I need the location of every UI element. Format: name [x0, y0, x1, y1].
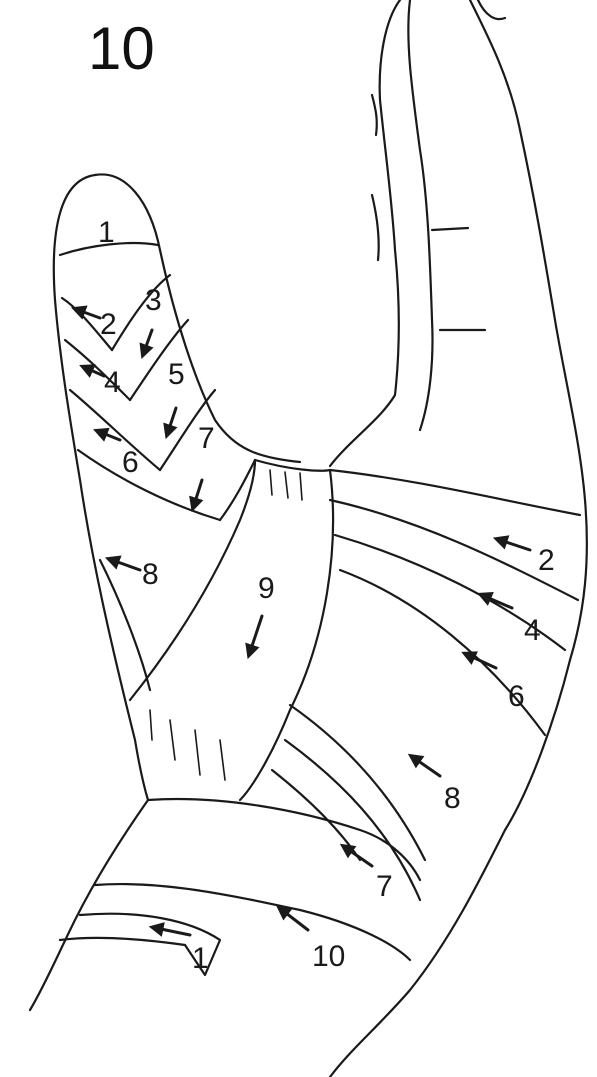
label-cross-9: 9: [258, 572, 275, 605]
arrow-palm-6: [468, 655, 496, 668]
label-wrist-1: 1: [192, 942, 209, 975]
arrow-palm-2: [500, 540, 530, 550]
cross-band-crease: [170, 720, 175, 760]
palm-band-line: [290, 705, 425, 860]
label-thumb-2: 2: [100, 308, 117, 341]
cross-band-crease: [300, 473, 302, 500]
wrist-inner-edge: [30, 800, 148, 1010]
finger-crease-1: [372, 95, 377, 135]
arrow-palm-8: [414, 758, 440, 776]
direction-arrows: [78, 310, 530, 935]
cross-band-crease: [195, 730, 200, 775]
cross-band-crease: [285, 472, 288, 498]
label-thumb-3: 3: [145, 284, 162, 317]
palm-band-line: [285, 740, 420, 900]
fingertip-top: [478, 0, 505, 19]
cross-band-crease: [270, 470, 272, 495]
palm-band-line: [272, 770, 360, 860]
label-thumb-4: 4: [104, 366, 121, 399]
arrow-thumb-7: [194, 480, 202, 505]
finger-crease-2: [372, 195, 379, 260]
label-palm-4: 4: [524, 614, 541, 647]
index-finger: [330, 0, 400, 466]
arrow-thumb-5: [168, 408, 176, 432]
label-palm-2: 2: [538, 544, 555, 577]
thumb-outer-edge: [54, 175, 148, 800]
arrow-thumb-8: [112, 560, 140, 570]
palm-band-line: [330, 470, 580, 515]
thumb-inner-edge: [95, 174, 300, 462]
label-thumb-5: 5: [168, 358, 185, 391]
label-thumb-6: 6: [122, 446, 139, 479]
palm-bandage-bands: [272, 470, 580, 900]
wrist-band-line: [148, 799, 420, 880]
cross-band-crease: [150, 710, 152, 740]
cross-band-crease: [220, 740, 225, 780]
arrow-cross-9: [250, 616, 262, 652]
arrow-wrist-10: [282, 910, 308, 930]
hand-outline: [30, 0, 587, 1077]
cross-band-edge: [240, 460, 333, 800]
finger-crease-3: [432, 228, 468, 230]
arrow-wrist-7: [346, 848, 372, 866]
label-thumb-7: 7: [198, 422, 215, 455]
thumb-band-line: [70, 390, 160, 470]
label-palm-8: 8: [444, 782, 461, 815]
cross-band-9: [130, 460, 333, 800]
label-wrist-10: 10: [312, 940, 345, 973]
wrist-bandage-bands: [60, 799, 420, 975]
label-thumb-8: 8: [142, 558, 159, 591]
label-palm-6: 6: [508, 680, 525, 713]
arrow-thumb-3: [144, 330, 152, 352]
index-finger-inner: [408, 0, 432, 430]
wrist-band-line: [95, 884, 410, 960]
label-wrist-7: 7: [376, 870, 393, 903]
arrow-wrist-1: [156, 928, 190, 935]
hand-outer-edge: [330, 0, 587, 1077]
label-thumb-1: 1: [98, 216, 115, 249]
wrist-band-line: [60, 938, 185, 945]
